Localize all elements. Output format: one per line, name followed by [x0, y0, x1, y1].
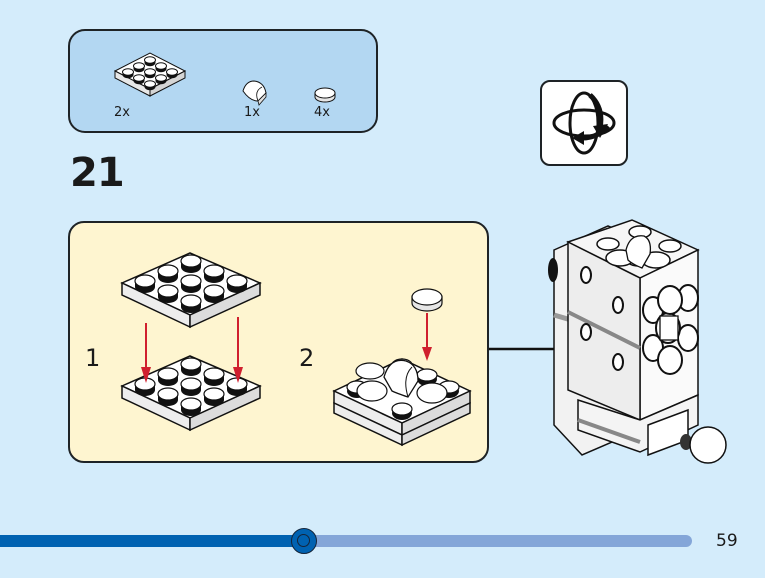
plate-3x3-icon	[113, 52, 187, 97]
round-tile-quantity: 4x	[314, 105, 330, 120]
parts-list-box: 2x 1x 4x	[68, 29, 378, 133]
curved-slope-icon	[242, 80, 267, 106]
progress-knob	[291, 528, 317, 554]
plate-3x3-quantity: 2x	[114, 105, 130, 120]
substep-1-label: 1	[85, 344, 101, 372]
round-tile-icon	[314, 87, 336, 103]
assembly-arrows	[141, 317, 243, 383]
step-number: 21	[70, 150, 125, 196]
substep-callout-box: 1 2	[68, 221, 489, 463]
page-number: 59	[716, 531, 738, 551]
top-plate	[121, 252, 261, 328]
substep-2-label: 2	[299, 344, 315, 372]
rotate-model-indicator	[540, 80, 628, 166]
rotate-model-icon	[552, 91, 616, 155]
model-illustration	[548, 219, 727, 464]
progress-fill	[0, 535, 304, 547]
substep-1-illustration	[121, 252, 261, 431]
substep-2-illustration	[332, 288, 472, 447]
curved-slope-quantity: 1x	[244, 105, 260, 120]
